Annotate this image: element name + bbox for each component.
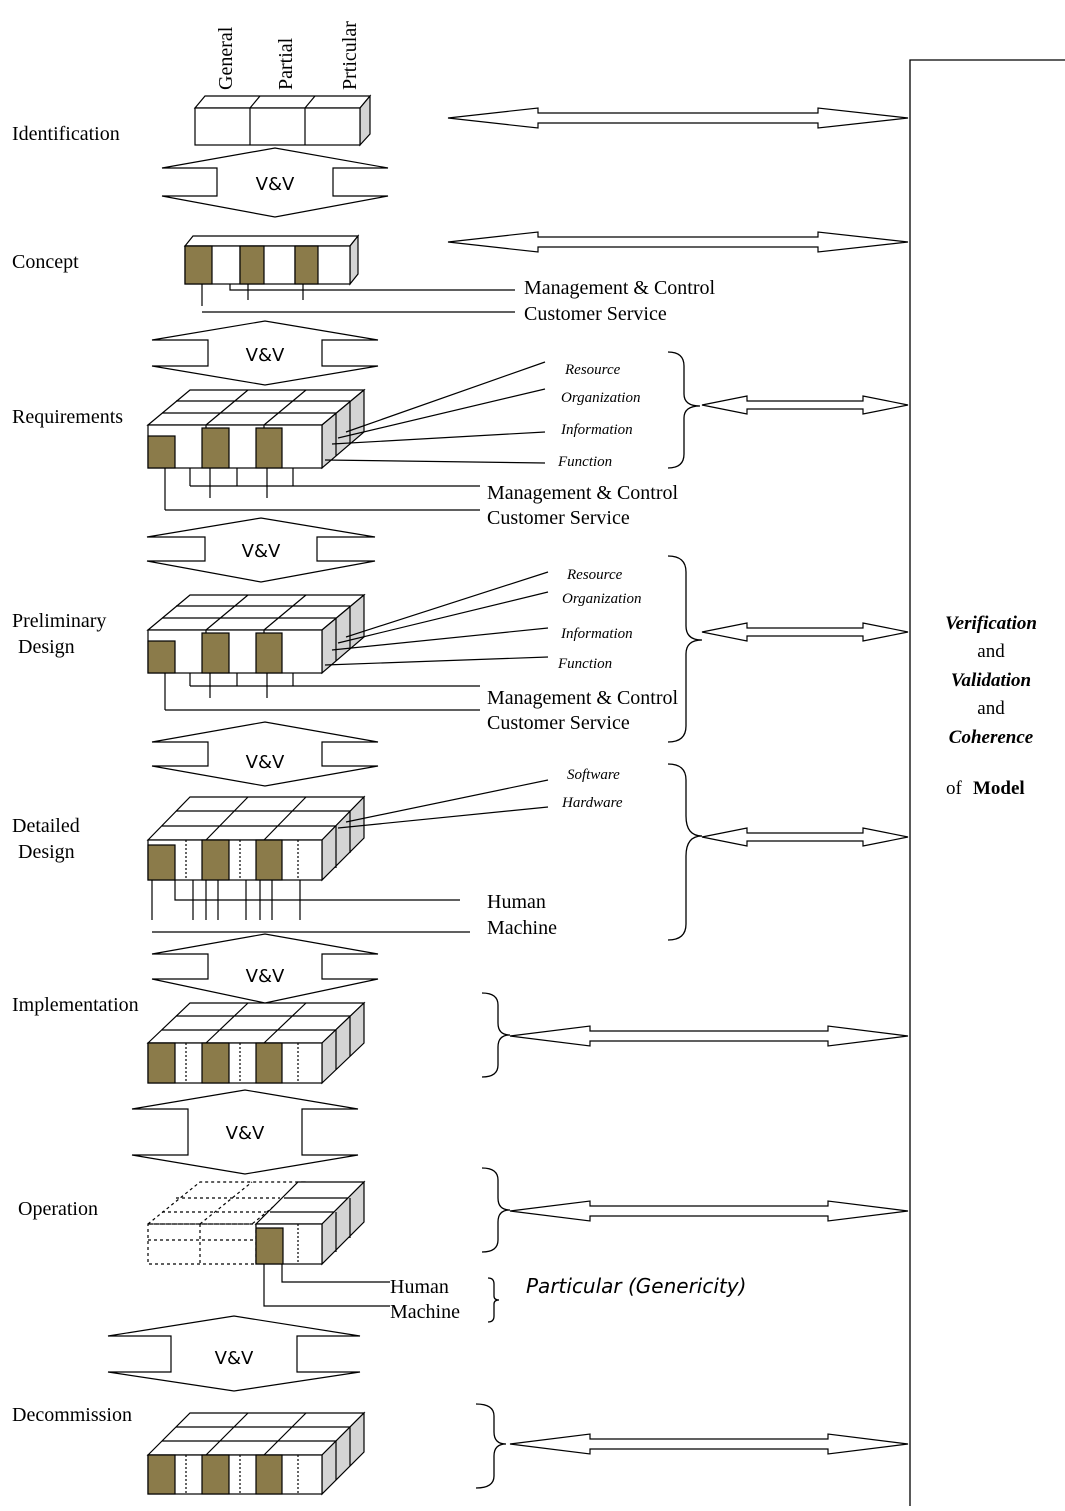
operation-genericity-note: Particular (Genericity) (526, 1274, 746, 1298)
side-validation: Validation (951, 670, 1031, 691)
preliminary-design-cubes (146, 571, 549, 711)
h-arrow-preliminary (701, 622, 909, 642)
concept-management-control: Management & Control (524, 277, 716, 299)
vv-column-border (909, 59, 1065, 1506)
preliminary-organization: Organization (562, 591, 641, 607)
vv-label-3: V&V (242, 541, 281, 562)
brace-requirements (667, 351, 701, 469)
vv-label-1: V&V (256, 174, 295, 195)
stage-labels: Identification Concept Requirements Prel… (12, 123, 139, 1426)
vv-labels: V&V V&V V&V V&V V&V V&V V&V (215, 174, 295, 1369)
horizontal-arrows (447, 107, 909, 1455)
column-header-general: General (215, 26, 237, 90)
stage-decommission: Decommission (12, 1404, 132, 1426)
column-header-prticular: Prticular (339, 21, 361, 90)
brace-detailed (667, 763, 703, 941)
stage-implementation: Implementation (12, 994, 139, 1016)
preliminary-management-control: Management & Control (487, 687, 679, 709)
vv-arrow-4 (151, 721, 379, 787)
concept-customer-service: Customer Service (524, 303, 667, 325)
requirements-cubes (146, 361, 546, 511)
vv-arrow-2 (151, 320, 379, 386)
requirements-management-control: Management & Control (487, 482, 679, 504)
vv-arrow-3 (146, 517, 376, 583)
vv-arrow-5 (151, 933, 379, 1004)
h-arrow-concept (447, 231, 909, 253)
side-and-1: and (977, 641, 1005, 662)
preliminary-information: Information (560, 626, 633, 642)
detailed-software: Software (567, 767, 620, 783)
detailed-design-cubes (146, 779, 549, 933)
operation-genericity-brace (487, 1277, 500, 1323)
preliminary-customer-service: Customer Service (487, 712, 630, 734)
h-arrow-decommission (509, 1433, 909, 1455)
vv-label-2: V&V (246, 345, 285, 366)
requirements-information: Information (560, 422, 633, 438)
requirements-organization: Organization (561, 390, 640, 406)
h-arrow-operation (509, 1200, 909, 1222)
stage-detailed-design-line2: Design (18, 841, 75, 863)
vv-label-5: V&V (246, 966, 285, 987)
operation-machine: Machine (390, 1301, 460, 1323)
side-coherence: Coherence (949, 727, 1034, 748)
brace-operation (481, 1167, 511, 1253)
stage-detailed-design-line1: Detailed (12, 815, 80, 837)
brace-decommission (475, 1403, 507, 1489)
vv-arrow-1 (161, 147, 389, 218)
stage-preliminary-design-line1: Preliminary (12, 610, 106, 632)
column-header-partial: Partial (275, 37, 297, 90)
stage-concept: Concept (12, 251, 79, 273)
vv-column-text: Verification and Validation and Coherenc… (945, 613, 1037, 799)
operation-cubes (146, 1180, 390, 1307)
requirements-customer-service: Customer Service (487, 507, 630, 529)
h-arrow-implementation (509, 1025, 909, 1047)
braces (475, 351, 703, 1489)
vv-arrow-6 (131, 1089, 359, 1175)
vv-label-6: V&V (226, 1123, 265, 1144)
h-arrow-identification (447, 107, 909, 129)
h-arrow-requirements (701, 395, 909, 415)
stage-identification: Identification (12, 123, 120, 145)
preliminary-resource: Resource (566, 567, 623, 583)
vv-arrow-7 (107, 1315, 361, 1392)
column-headers: General Partial Prticular (215, 21, 361, 90)
preliminary-function: Function (557, 656, 612, 672)
requirements-function: Function (557, 454, 612, 470)
detailed-machine: Machine (487, 917, 557, 939)
side-verification: Verification (945, 613, 1037, 634)
vv-label-4: V&V (246, 752, 285, 773)
vv-arrows (107, 147, 389, 1392)
detailed-human: Human (487, 891, 546, 913)
stage-preliminary-design-line2: Design (18, 636, 75, 658)
operation-human: Human (390, 1276, 449, 1298)
stage-operation: Operation (18, 1198, 98, 1220)
decommission-cubes (146, 1411, 366, 1496)
concept-cubes (183, 234, 515, 313)
side-of: of (946, 778, 963, 799)
identification-cubes (193, 94, 372, 147)
vv-label-7: V&V (215, 1348, 254, 1369)
implementation-cubes (146, 1001, 366, 1085)
h-arrow-detailed (701, 827, 909, 847)
detailed-hardware: Hardware (561, 795, 623, 811)
requirements-resource: Resource (564, 362, 621, 378)
side-and-2: and (977, 698, 1005, 719)
brace-implementation (481, 992, 511, 1078)
side-model: Model (973, 778, 1025, 799)
stage-requirements: Requirements (12, 406, 123, 428)
brace-preliminary (667, 555, 703, 743)
